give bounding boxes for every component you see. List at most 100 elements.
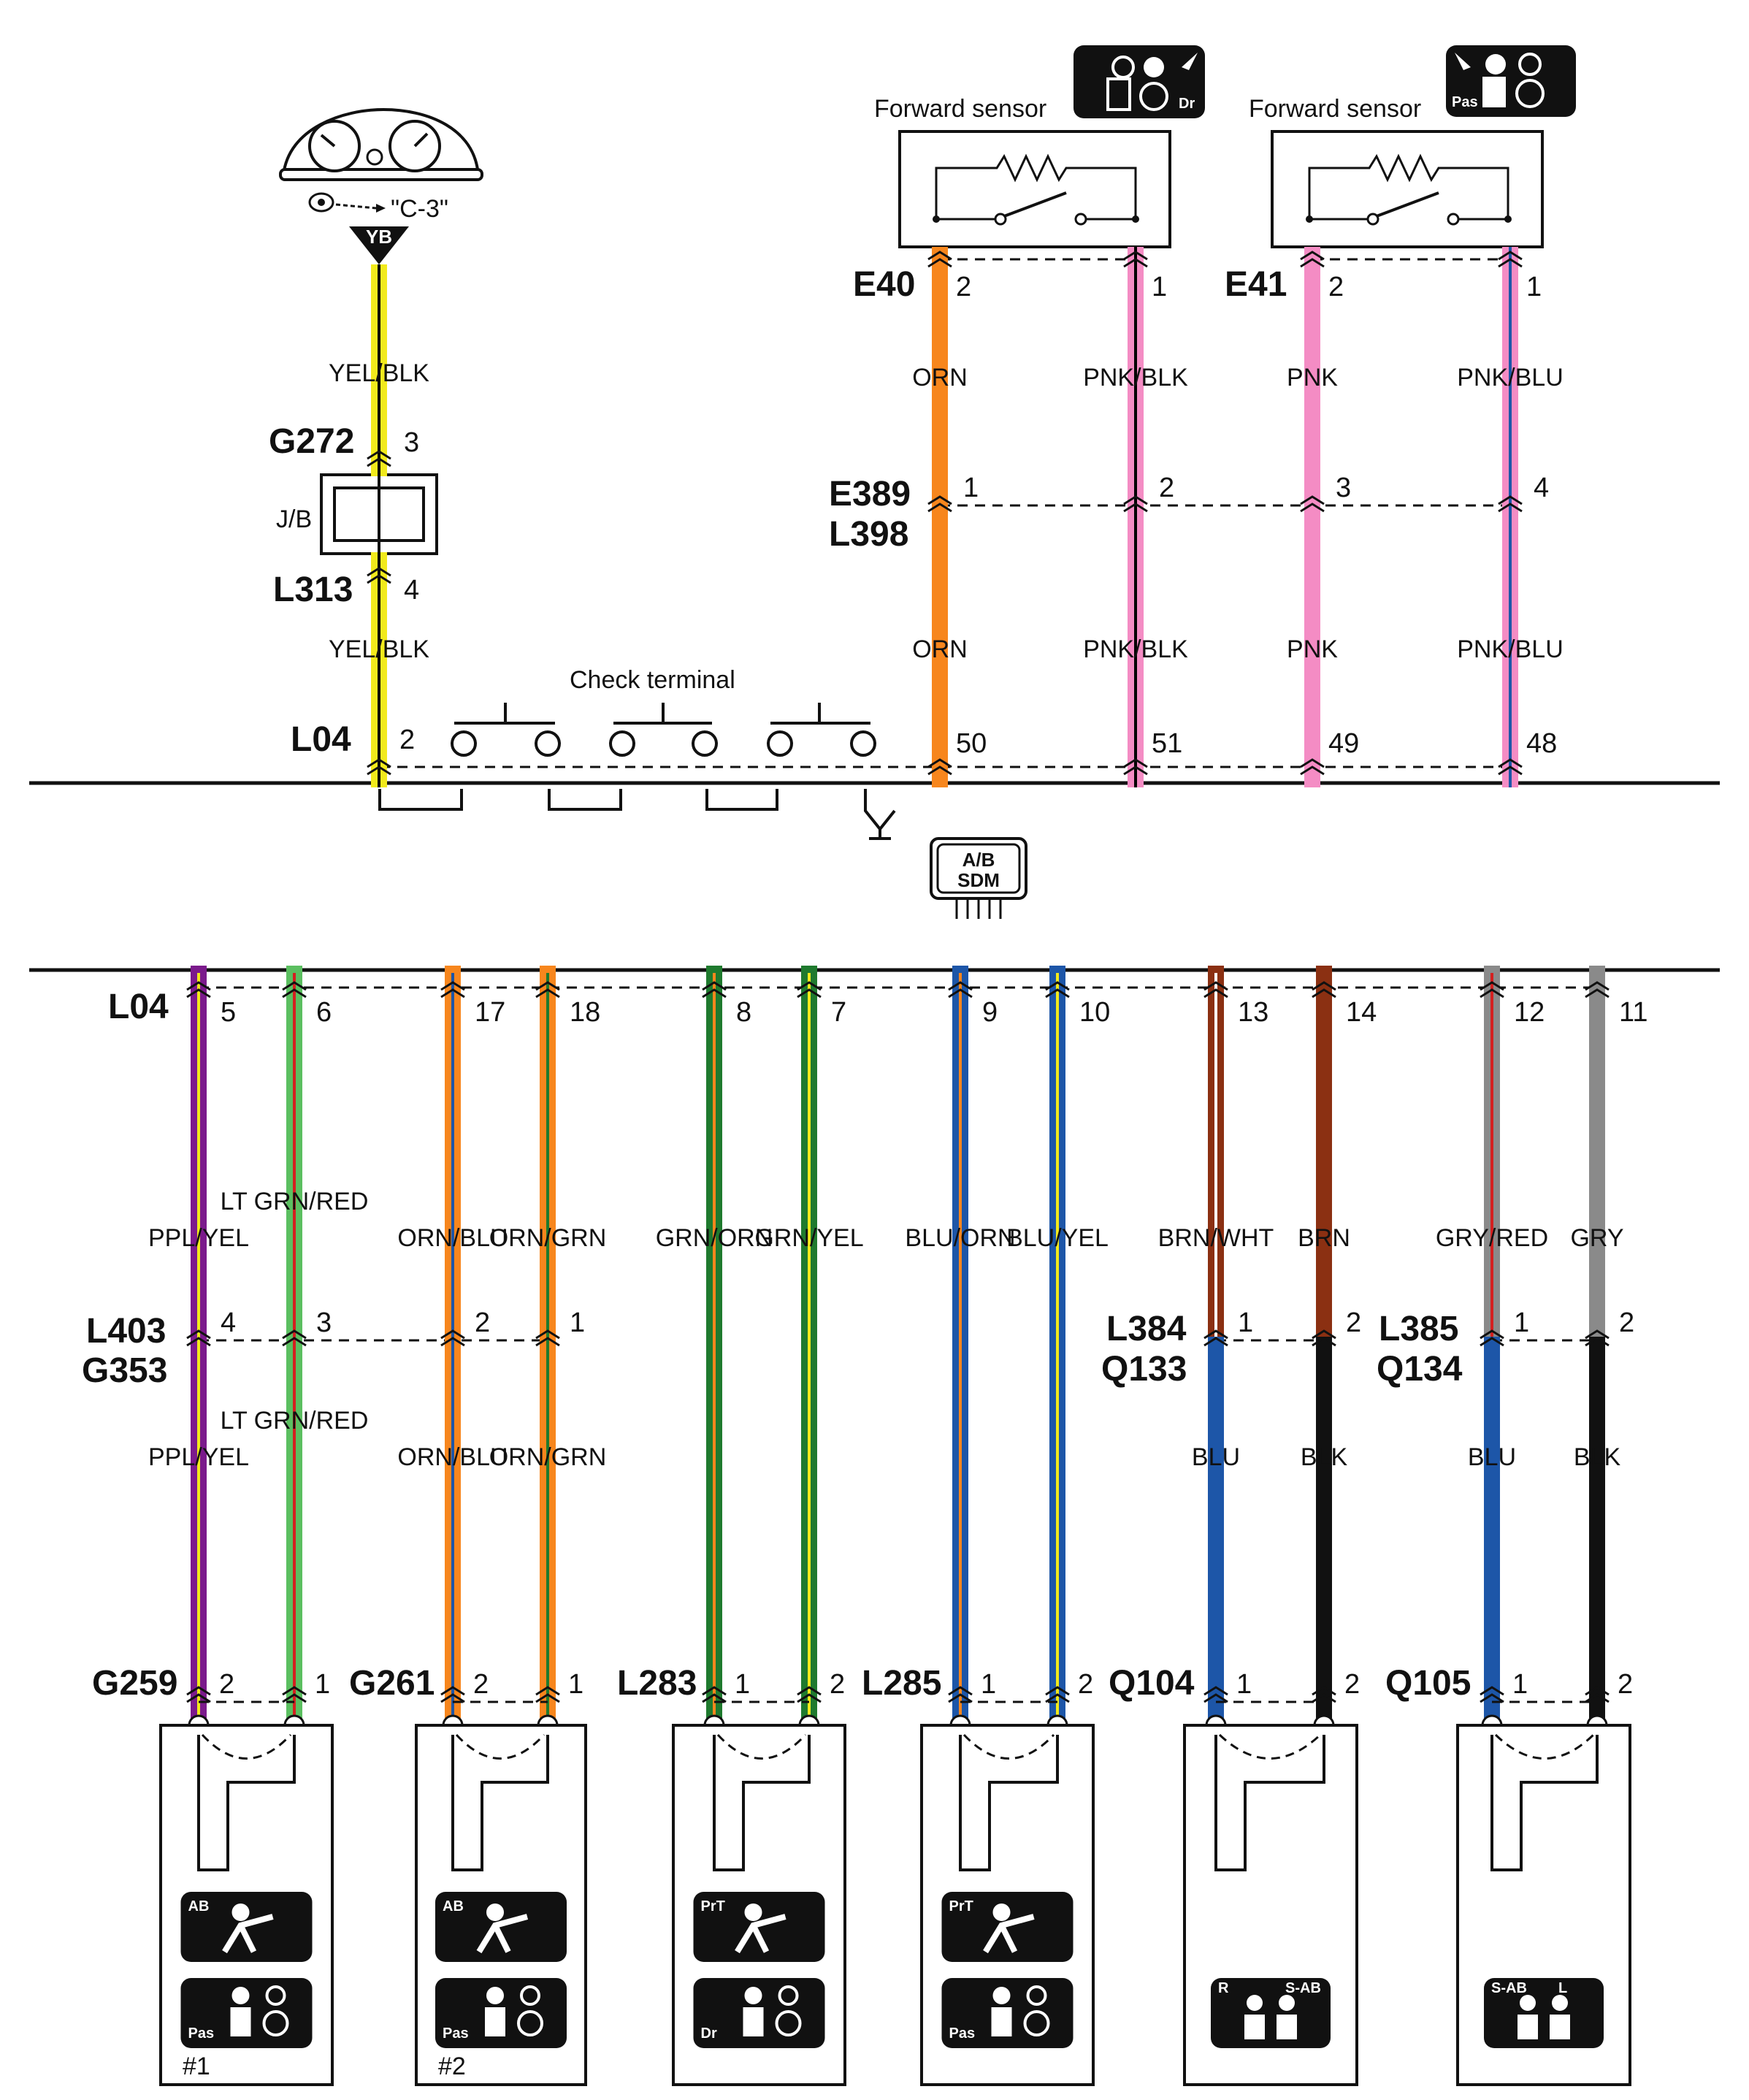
chevron-sensor-4 [1498,251,1523,261]
wire-cap [1589,966,1605,973]
wire-cap [1049,966,1065,973]
chevron-l04b [702,981,727,991]
forward-sensor-passenger [1271,130,1544,248]
pin-g272: 3 [404,427,419,458]
pin-end: 1 [568,1669,583,1700]
chevron-l04b [1203,981,1228,991]
chevron-sensor-2 [1123,251,1148,261]
forward-sensor-driver [898,130,1171,248]
driver-seat-icon: Dr [693,1978,825,2048]
chevron-l04b-b [702,988,727,999]
pin-l04b: 5 [221,997,236,1028]
wire-cap [191,966,207,973]
chevron-l04b-b [948,988,973,999]
pretensioner-icon-bg [693,1892,825,1962]
passenger-seat-icon-tag: Pas [949,2025,976,2042]
side-airbag-left-icon-head1 [1520,1995,1536,2011]
chevron-mid [535,1329,560,1340]
chevron-end [1480,1686,1504,1696]
module-squib [1490,1735,1599,1871]
chevron-l04-2-b [1123,765,1148,776]
passenger-front-airbag-icon-bg [180,1892,313,1962]
pretensioner-icon-body [735,1914,787,1954]
forward-sensor-driver-title: Forward sensor [874,95,1046,123]
connector-q133: Q133 [1101,1350,1187,1389]
pin-mid: 1 [570,1307,585,1338]
pin-end: 2 [830,1669,845,1700]
pin-l04b: 8 [736,997,751,1028]
chevron-sensor-4-b [1498,258,1523,268]
chevron-end [282,1686,307,1696]
pin-l04b: 9 [982,997,998,1028]
chevron-mid-b [440,1337,465,1347]
module-squib [713,1735,811,1871]
chevron-e389-1-b [927,503,952,513]
pin-mid: 1 [1238,1307,1253,1338]
pin-l04b: 12 [1514,997,1545,1028]
pretensioner-icon-bg [941,1892,1073,1962]
chevron-e389-1 [927,495,952,505]
pin-l04b: 7 [831,997,846,1028]
module-caption: #1 [183,2053,210,2080]
chevron-l04b [440,981,465,991]
passenger-seat-icon-head2 [520,1985,540,2006]
wire-label-bottom: ORN/GRN [489,1443,607,1471]
pin-e389-2: 2 [1159,473,1174,503]
chevron-l04-0-b [367,765,391,776]
chevron-l04b [1045,981,1070,991]
instrument-cluster-icon [279,107,483,181]
chevron-end [1203,1686,1228,1696]
side-airbag-right-icon-body2 [1277,2015,1297,2039]
module-caption: #2 [438,2053,466,2080]
wire-label-top: BLU/YEL [1006,1224,1109,1252]
pin-e389-3: 3 [1336,473,1351,503]
check-terminal-label: Check terminal [570,666,735,694]
wire-label-top: BRN/WHT [1158,1224,1274,1252]
wire-label-bottom: YEL/BLK [329,635,429,663]
module-connector-name: G259 [92,1664,177,1703]
side-airbag-right-icon-tag: R [1218,1980,1229,1996]
chevron-end [1045,1686,1070,1696]
wire-label-bottom: LT GRN/RED [221,1407,369,1435]
module-squib [1214,1735,1325,1871]
chevron-mid-b [1203,1337,1228,1347]
wire-label-top: YEL/BLK [329,359,429,387]
wire-label-bottom: BLU [1192,1443,1240,1471]
chevron-e389-3 [1300,495,1325,505]
pin-end: 1 [315,1669,330,1700]
driver-seat-icon-wheel [775,2010,802,2036]
pin-end: 2 [1078,1669,1093,1700]
pin-l04b: 10 [1079,997,1110,1028]
wire-label-bottom: PPL/YEL [148,1443,249,1471]
chevron-l04b-b [282,988,307,999]
chevron-mid [1312,1329,1336,1340]
module-group: G259ABPas#1G261ABPas#2L283PrTDrL285PrTPa… [92,1664,1631,2086]
module-squib-arc [716,1733,807,1760]
pin-sensor-4: 1 [1526,272,1542,302]
connector-l385: L385 [1379,1310,1458,1348]
chevron-end-b [282,1693,307,1703]
pin-mid: 3 [316,1307,332,1338]
chevron-end-b [440,1693,465,1703]
pin-end: 1 [1236,1669,1252,1700]
pretensioner-icon-body [983,1914,1035,1954]
chevron-e389-2 [1123,495,1148,505]
wire-label-bottom-2: PNK/BLK [1083,635,1188,663]
chevron-l04b [1585,981,1610,991]
pin-l04-4: 48 [1526,728,1557,759]
driver-seat-icon-tag: Dr [701,2025,717,2042]
chevron-l04-3-b [1300,765,1325,776]
driver-seat-icon-head1 [744,1987,762,2004]
wire-label-top-1: ORN [912,364,968,392]
chevron-mid-b [1480,1337,1504,1347]
passenger-seat-icon-body1 [485,2007,505,2036]
